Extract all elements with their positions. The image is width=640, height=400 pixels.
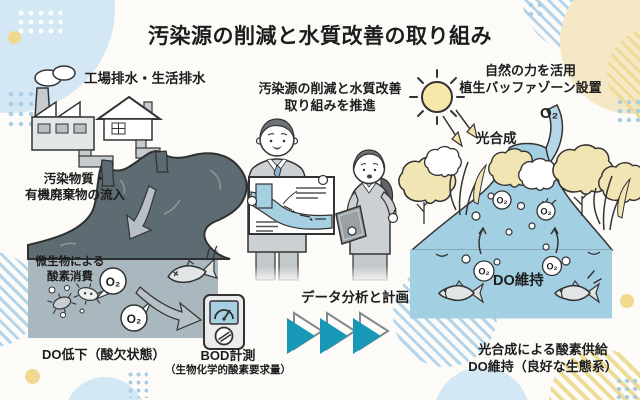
svg-text:O₂: O₂	[541, 207, 552, 217]
svg-text:O₂: O₂	[127, 312, 142, 326]
microbe-label: 微生物による 酸素消費	[35, 256, 105, 283]
decor-circle-bottomleft	[64, 377, 146, 400]
water-surface-marks	[435, 251, 601, 257]
o2-bubble-2: O₂	[120, 300, 152, 332]
promote-label: 汚染源の削減と水質改善 取り組みを推進	[258, 81, 402, 113]
downstream-arrow-icon	[126, 185, 157, 240]
decor-dot-yellow-topleft	[8, 31, 21, 44]
analysis-label: データ分析と計画	[301, 290, 409, 305]
svg-text:O₂: O₂	[479, 267, 490, 277]
microbes	[47, 283, 103, 318]
stink-marks	[205, 245, 218, 261]
decor-dots-topright	[617, 99, 640, 127]
sunlight-arrows-icon	[442, 109, 478, 148]
o2-text: O₂	[106, 275, 121, 289]
chart-board	[246, 174, 335, 235]
to-bod-arrow-icon	[135, 286, 203, 331]
decor-dots-topright-small	[528, 2, 546, 20]
factory-icon	[31, 87, 114, 168]
page-title: 汚染源の削減と水質改善の取り組み	[148, 25, 492, 48]
inflow-label: 汚染物質・ 有機廃棄物の流入	[24, 172, 125, 203]
o2-bubble-1: O₂	[95, 267, 127, 300]
smoke-icon	[34, 65, 76, 87]
do-low-label: DO低下（酸欠状態）	[42, 347, 166, 362]
do-keep-label: DO維持	[493, 273, 544, 289]
tablet-icon	[335, 205, 367, 245]
decor-dots-bottomright	[616, 378, 640, 400]
o2-label: O₂	[540, 105, 559, 122]
decor-dots-bottomleft	[128, 372, 148, 398]
decor-dot-yellow-bottomleft	[25, 369, 40, 384]
vegetation-buffer	[398, 144, 640, 231]
decor-dot-yellow-right	[620, 294, 634, 308]
fish-icon	[438, 280, 485, 304]
progress-triangles-icon	[287, 311, 390, 354]
photosynthesis-label: 光合成	[476, 131, 517, 146]
clean-water-bubbles	[461, 192, 571, 266]
wastewater-label: 工場排水・生活排水	[84, 71, 206, 86]
house-icon	[94, 95, 164, 159]
svg-text:O₂: O₂	[547, 262, 558, 272]
fish-icon	[554, 280, 601, 304]
bod-sub-label: （生物化学的酸素要求量）	[165, 364, 291, 376]
legs-fade	[243, 266, 403, 288]
bod-label: BOD計測	[200, 348, 256, 363]
summary-label: 光合成による酸素供給 DO維持（良好な生態系）	[468, 342, 618, 374]
dead-fish-icon	[167, 257, 218, 284]
polluted-river	[27, 150, 248, 260]
o2-circles: O₂ O₂ O₂ O₂	[473, 190, 563, 282]
sun-icon	[409, 69, 465, 125]
svg-text:O₂: O₂	[497, 196, 508, 206]
nature-label: 自然の力を活用 植生バッファゾーン設置	[459, 63, 602, 95]
clean-water	[410, 249, 612, 319]
fish-sparkle-marks	[587, 270, 602, 284]
presenter-woman	[335, 149, 399, 281]
rising-o2-arrows-icon	[478, 226, 559, 255]
bod-meter-icon	[203, 294, 245, 350]
decor-dots-topleft	[18, 10, 62, 36]
